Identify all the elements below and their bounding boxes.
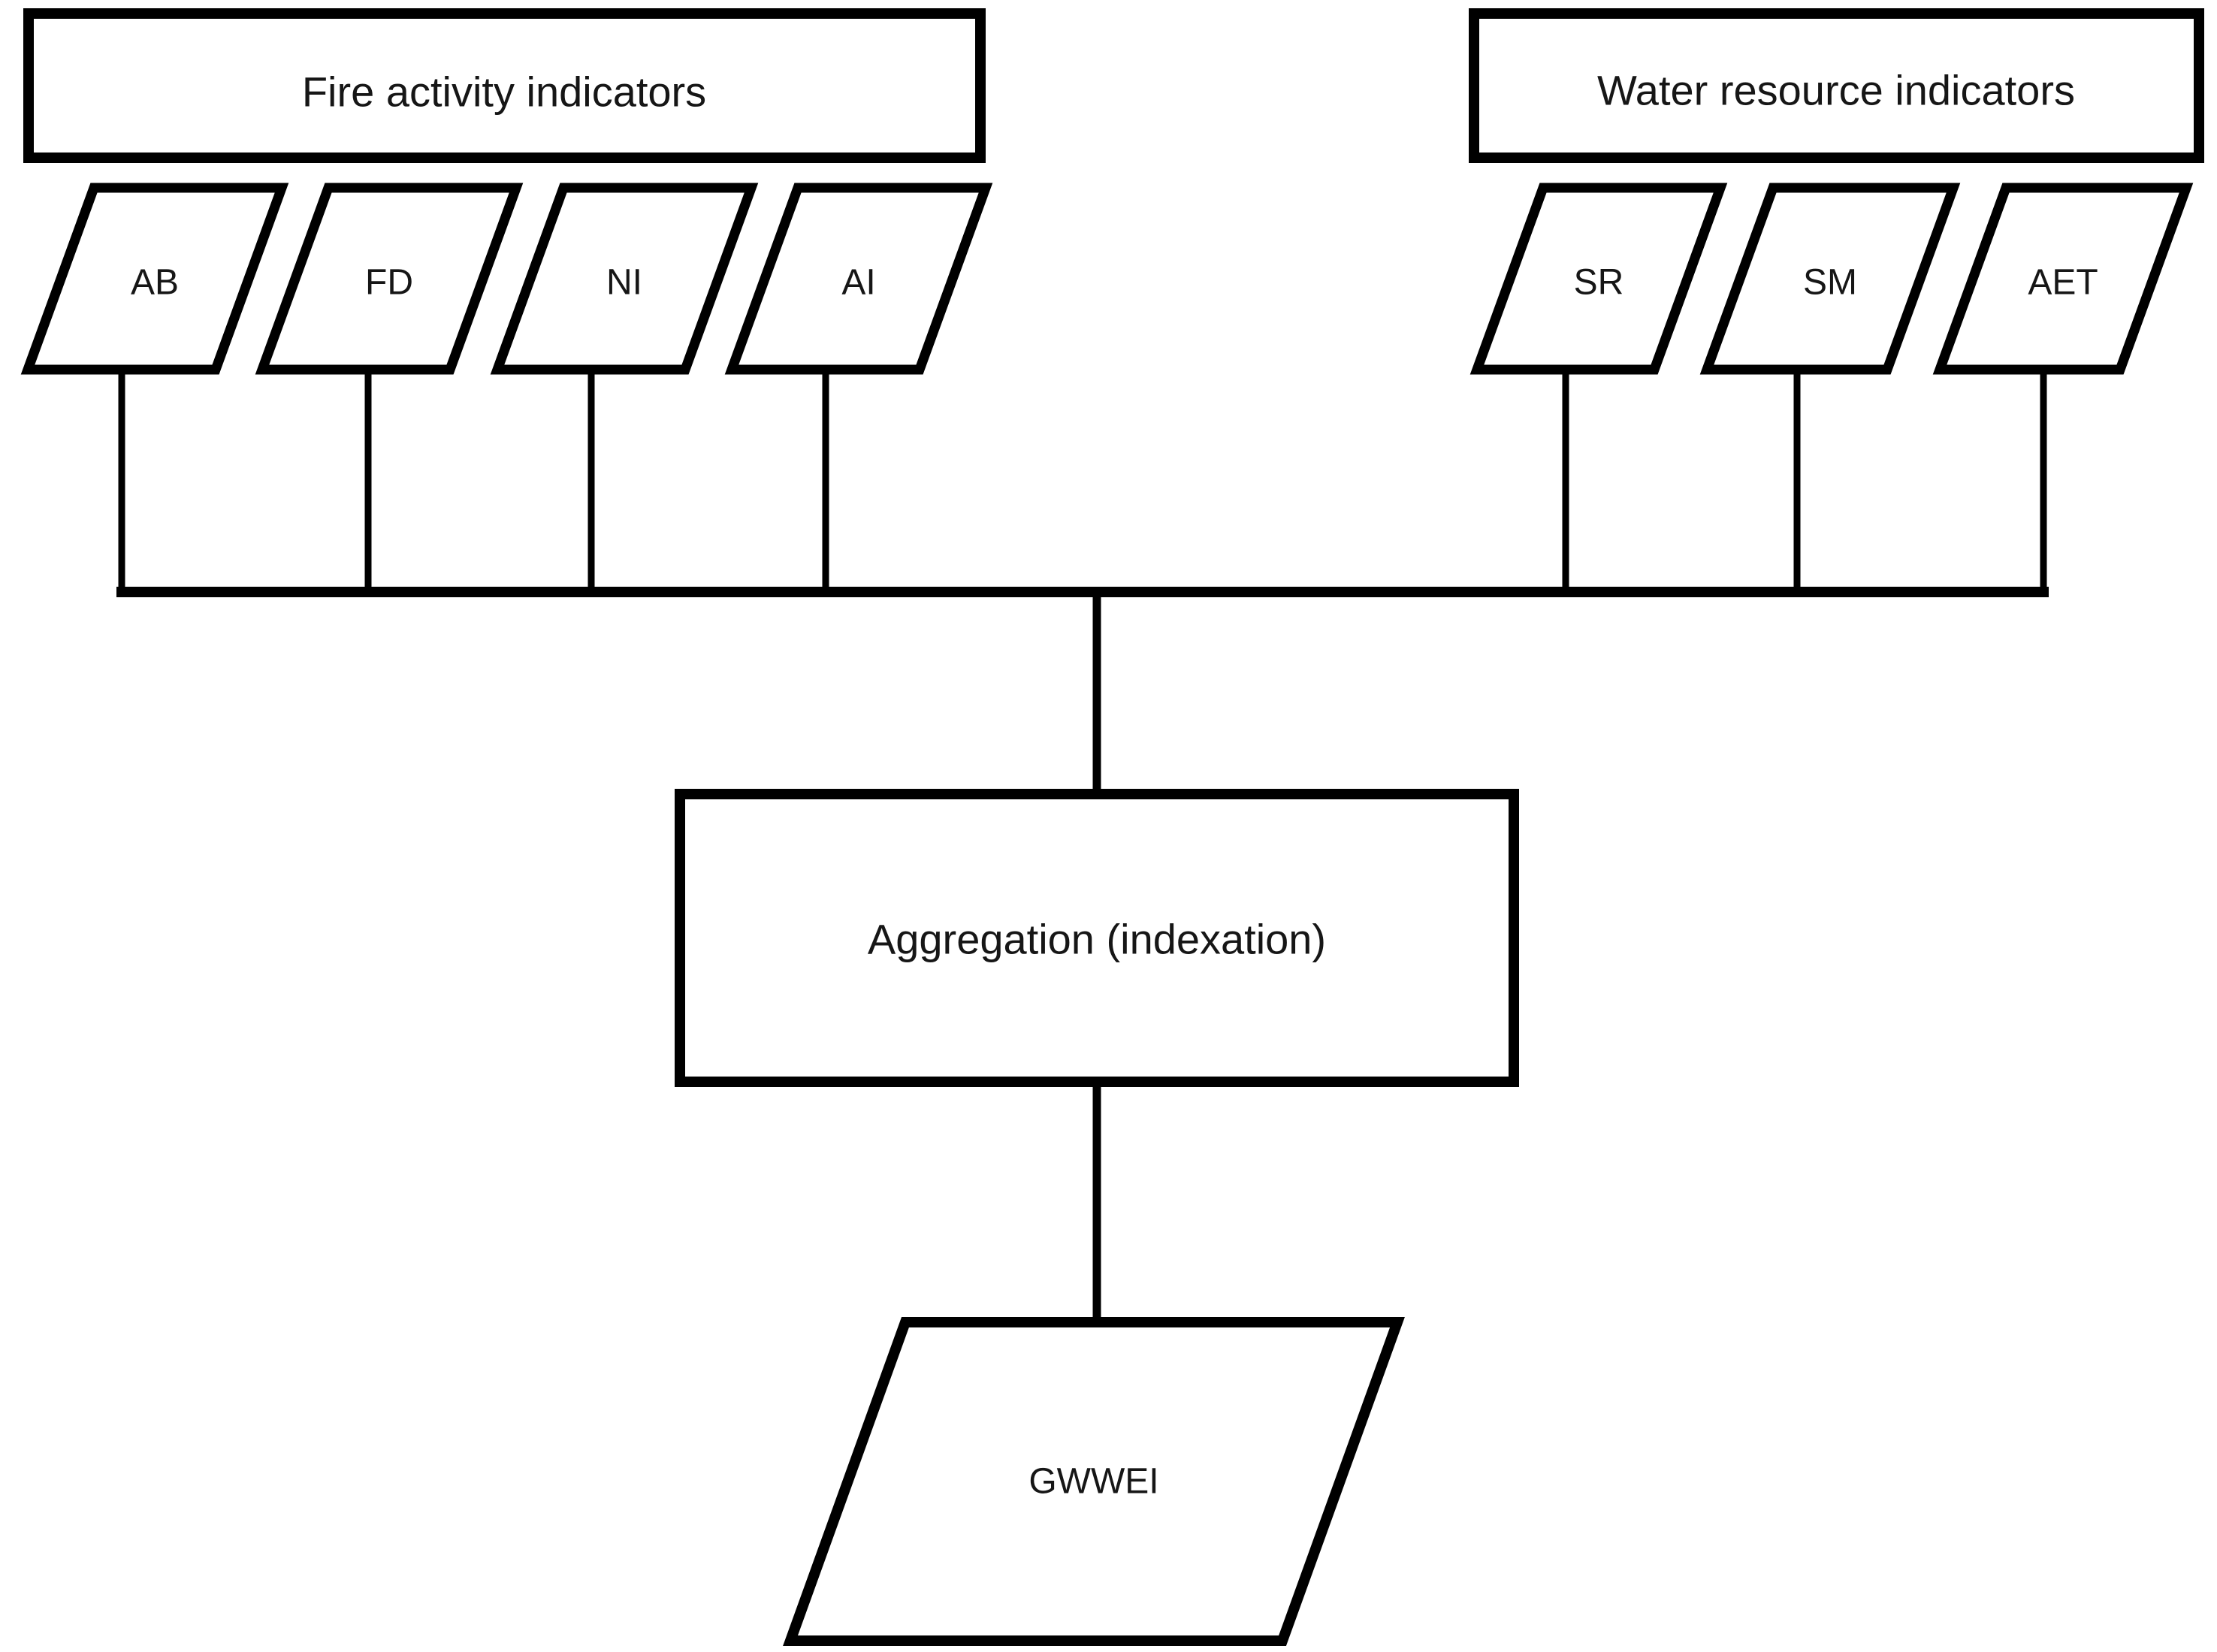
fire-indicators-box [23,8,986,163]
node-aet-label: AET [2028,263,2098,303]
aggregation-label: Aggregation (indexation) [868,916,1326,963]
node-fd-parallelogram [255,183,524,375]
connector-lines [116,370,2049,1324]
node-ai-label: AI [841,263,875,303]
fire-indicators-title: Fire activity indicators [302,68,706,116]
node-ni-parallelogram [490,183,759,375]
node-fd-label: FD [365,263,413,303]
node-ab-parallelogram [20,183,289,375]
node-gwwei-parallelogram [783,1317,1405,1646]
node-sm-label: SM [1803,263,1857,303]
aggregation-box [675,789,1519,1087]
node-sm-parallelogram [1699,183,1961,375]
node-ab-label: AB [131,263,179,303]
water-indicators-box [1469,8,2204,163]
node-aet-parallelogram [1932,183,2194,375]
node-ai-parallelogram [724,183,993,375]
water-indicators-title: Water resource indicators [1597,67,2075,114]
node-ni-label: NI [606,263,642,303]
node-sr-parallelogram [1469,183,1728,375]
node-sr-label: SR [1574,263,1624,303]
gwwei-label: GWWEI [1028,1462,1158,1502]
